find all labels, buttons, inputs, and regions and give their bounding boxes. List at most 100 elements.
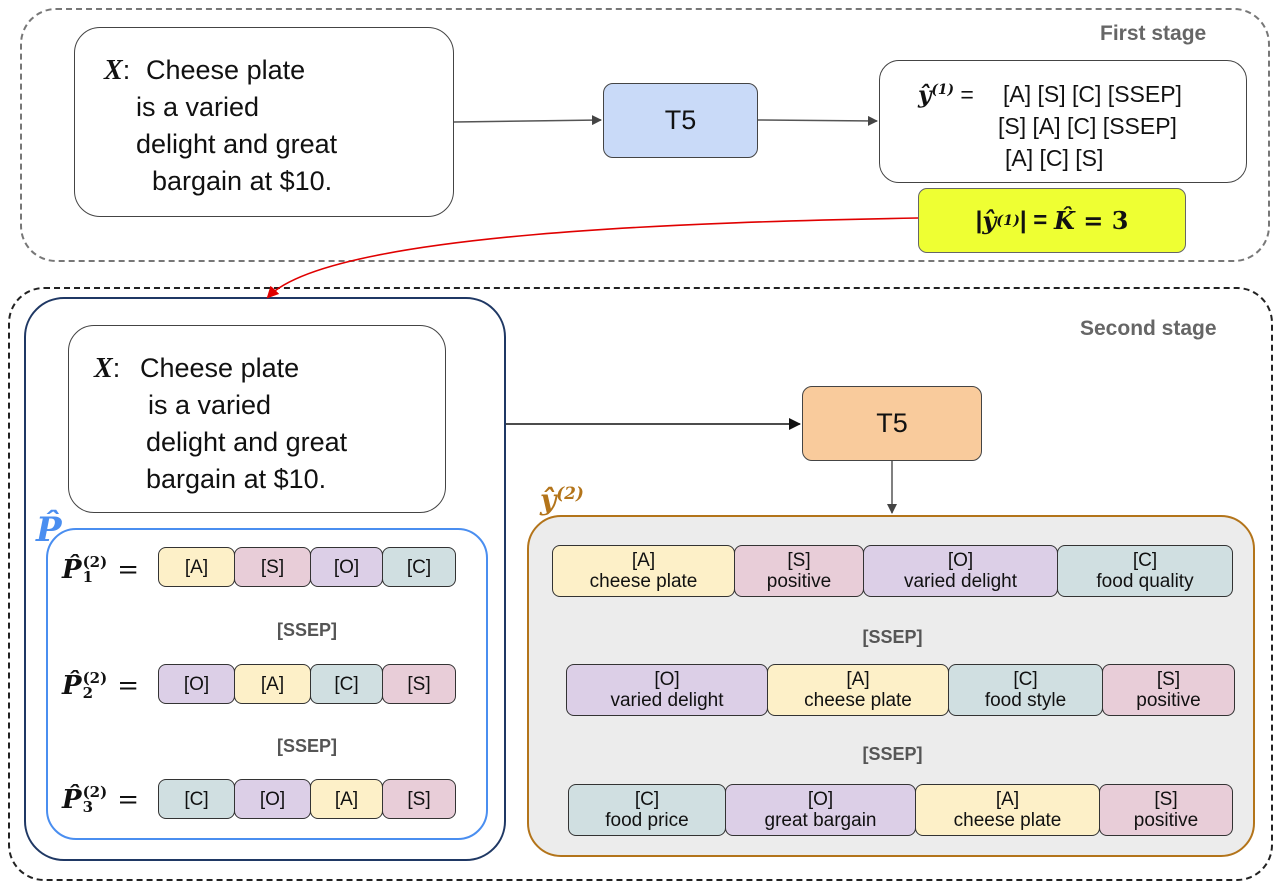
- stage1-output-line-2: [S] [A] [C] [SSEP]: [998, 113, 1177, 139]
- prompt-1-chips: [A][S][O][C]: [158, 547, 456, 587]
- y2-hat: ŷ: [540, 483, 557, 517]
- output-tag: [O]: [947, 550, 974, 571]
- k-equals-1: =: [1026, 206, 1054, 234]
- prompt-2-label: P̂ (2) 2 =: [62, 666, 139, 706]
- output-tuple-element: [A]cheese plate: [552, 545, 735, 597]
- output-tag: [S]: [1156, 669, 1181, 690]
- output-row-3: [C]food price [O]great bargain [A]cheese p…: [568, 784, 1233, 836]
- output-tuple-element: [C]food price: [568, 784, 726, 836]
- output-tag: [O]: [807, 789, 834, 810]
- output-tuple-element: [S]positive: [1102, 664, 1235, 716]
- p3-symbol: P̂: [62, 785, 82, 815]
- output-tag: [C]: [1132, 550, 1158, 571]
- output-tuple-element: [O]varied delight: [566, 664, 768, 716]
- stage1-input-var: X:: [104, 52, 130, 89]
- stage2-output-label: ŷ(2): [540, 483, 584, 516]
- output-row-1: [A]cheese plate[S]positive[O]varied deli…: [552, 545, 1233, 597]
- y1-equals: =: [960, 81, 974, 108]
- output-tag: [C]: [634, 789, 660, 810]
- p2-equals: =: [117, 671, 139, 701]
- output-tag: [A]: [631, 550, 656, 571]
- output-value: food style: [984, 690, 1067, 711]
- output-tag: [A]: [846, 669, 870, 690]
- second-stage-label: Second stage: [1080, 317, 1217, 340]
- y2-sup: (2): [556, 483, 584, 503]
- x2-variable: X: [94, 353, 113, 384]
- k-equals-2: =: [1074, 206, 1112, 235]
- p1-sub: 1: [82, 568, 93, 586]
- output-tuple-element: [S]positive: [734, 545, 864, 597]
- prompt-input-frame: [24, 297, 506, 861]
- prompt-3-label: P̂ (2) 3 =: [62, 780, 139, 820]
- stage1-input-line-1: Cheese plate: [146, 55, 306, 85]
- prompt-token-s: [S]: [382, 664, 456, 704]
- k-bar-close: |: [1019, 206, 1027, 234]
- stage1-output-symbol: ŷ(1) =: [918, 74, 974, 112]
- prompt-token-o: [O]: [310, 547, 383, 587]
- output-value: cheese plate: [589, 571, 698, 592]
- output-tag: [C]: [1013, 669, 1038, 690]
- stage2-input-line-2: is a varied: [148, 390, 272, 420]
- output-value: food quality: [1096, 571, 1194, 592]
- p1-symbol: P̂: [62, 555, 82, 585]
- output-tuple-element: [C]food quality: [1057, 545, 1233, 597]
- output-value: cheese plate: [804, 690, 912, 711]
- output-tuple-element: [C]food style: [948, 664, 1103, 716]
- prompt-token-c: [C]: [382, 547, 456, 587]
- output-ssep-2: [SSEP]: [862, 744, 923, 764]
- p2-symbol: P̂: [62, 671, 82, 701]
- first-stage-label: First stage: [1100, 22, 1207, 45]
- stage1-input-line-4: bargain at $10.: [152, 166, 333, 196]
- prompt-token-c: [C]: [158, 779, 235, 819]
- prompt-1-label: P̂ (2) 1 =: [62, 550, 139, 590]
- prompt-set-frame: [46, 528, 488, 840]
- output-tuple-element: [O]varied delight: [863, 545, 1058, 597]
- output-tag: [A]: [995, 789, 1020, 810]
- stage1-t5-model: T5: [603, 83, 758, 158]
- k-bar-open: |: [975, 206, 983, 234]
- output-tag: [O]: [654, 669, 680, 690]
- stage2-t5-model: T5: [802, 386, 982, 461]
- p1-equals: =: [117, 555, 139, 585]
- output-value: great bargain: [764, 810, 877, 831]
- prompt-token-a: [A]: [310, 779, 383, 819]
- x2-colon: :: [112, 353, 121, 383]
- p2-sub: 2: [82, 684, 93, 702]
- prompt-token-o: [O]: [234, 779, 311, 819]
- output-value: varied delight: [903, 571, 1018, 592]
- k-estimate-box: |ŷ(1)| = K̂ = 3: [918, 188, 1186, 253]
- stage1-output-line-3: [A] [C] [S]: [1005, 145, 1104, 171]
- stage2-input-line-3: delight and great: [146, 427, 348, 457]
- k-hat: K̂: [1054, 206, 1075, 235]
- output-value: positive: [766, 571, 832, 592]
- output-tag: [S]: [787, 550, 811, 571]
- k-y-sup: (1): [996, 212, 1020, 229]
- k-value: 3: [1111, 206, 1129, 235]
- output-value: positive: [1136, 690, 1201, 711]
- output-tuple-element: [A]cheese plate: [915, 784, 1100, 836]
- prompt-token-a: [A]: [234, 664, 311, 704]
- output-ssep-1: [SSEP]: [862, 627, 923, 647]
- stage1-input-line-3: delight and great: [136, 129, 338, 159]
- prompt-token-c: [C]: [310, 664, 383, 704]
- y1-sup: (1): [931, 82, 955, 98]
- p3-equals: =: [117, 785, 139, 815]
- stage2-input-box: [68, 325, 446, 513]
- output-value: positive: [1133, 810, 1199, 831]
- x-variable: X: [104, 55, 123, 86]
- stage1-input-box: [74, 27, 454, 217]
- p3-sub: 3: [82, 798, 93, 816]
- prompt-3-chips: [C][O][A][S]: [158, 779, 456, 819]
- x-colon: :: [122, 55, 131, 85]
- prompt-token-s: [S]: [234, 547, 311, 587]
- p1-sup: (2): [82, 553, 108, 571]
- output-row-2: [O]varied delight [A]cheese plate [C]food …: [566, 664, 1235, 716]
- k-y-hat: ŷ: [982, 206, 997, 235]
- prompt-2-chips: [O][A][C][S]: [158, 664, 456, 704]
- p2-sup: (2): [82, 669, 108, 687]
- stage2-input-line-1: Cheese plate: [140, 353, 300, 383]
- prompt-token-a: [A]: [158, 547, 235, 587]
- p3-sup: (2): [82, 783, 108, 801]
- output-value: food price: [605, 810, 689, 831]
- y1-hat: ŷ: [918, 81, 932, 109]
